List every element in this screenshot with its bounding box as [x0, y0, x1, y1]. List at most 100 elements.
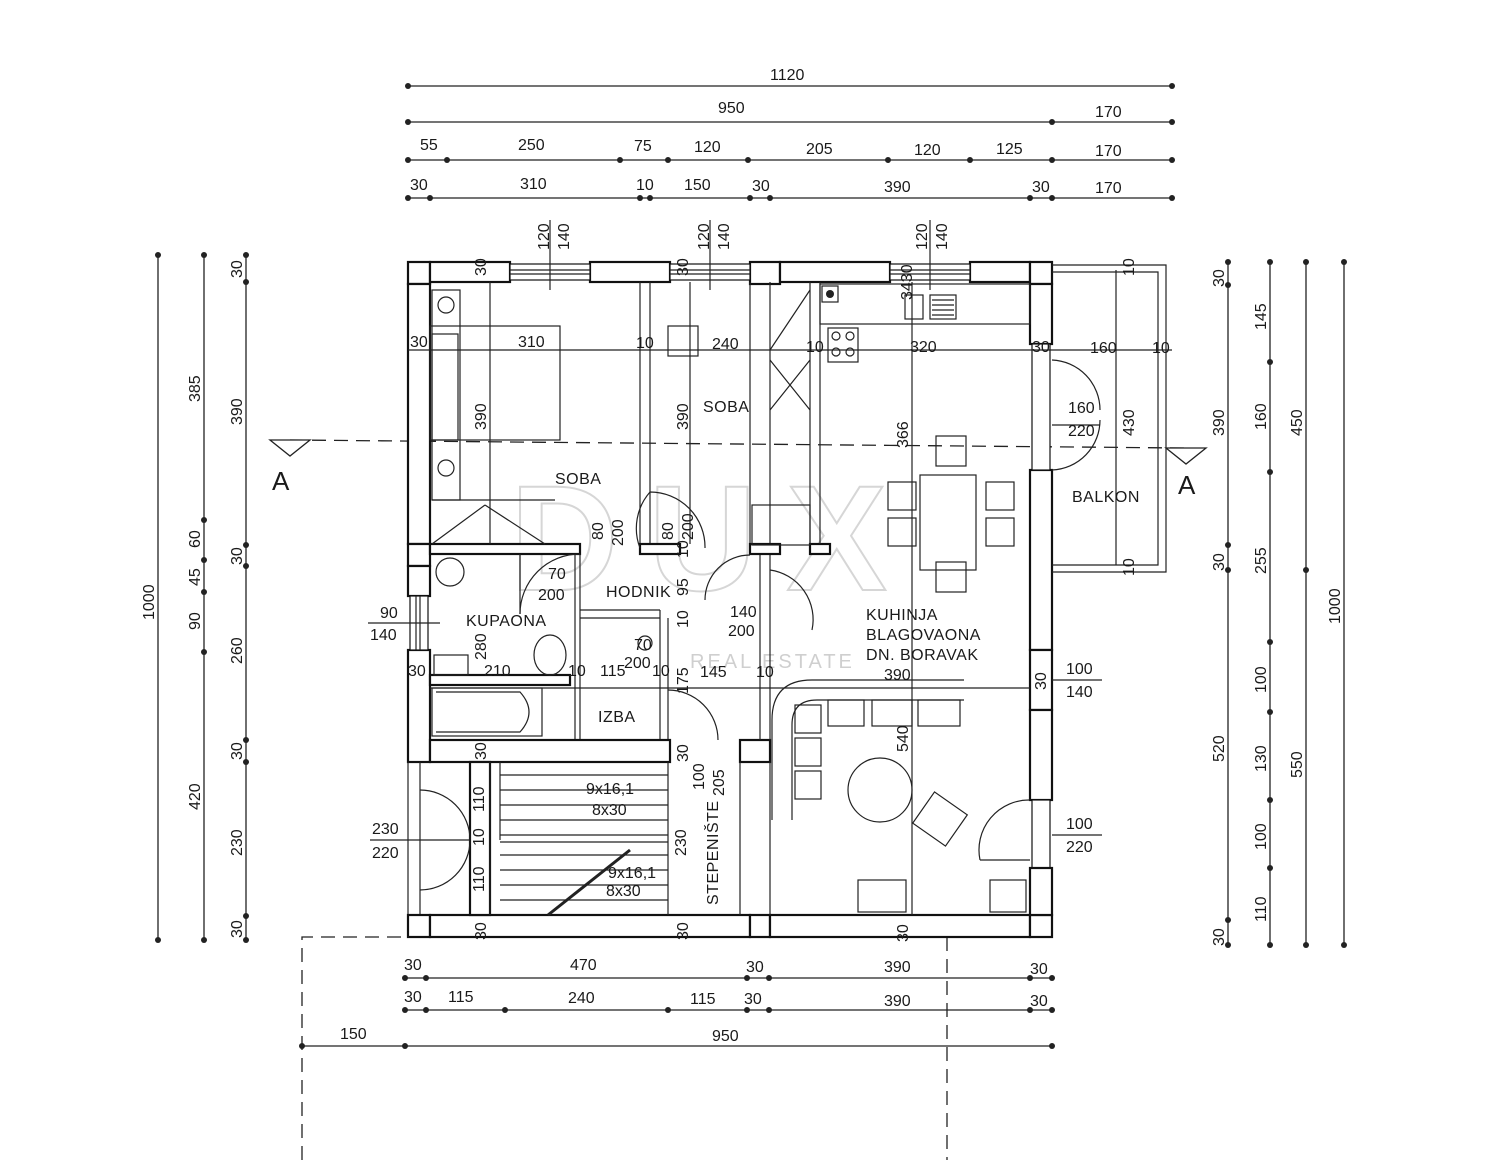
window-dim-2a: 120	[696, 223, 713, 250]
window-dim-1b: 140	[556, 223, 573, 250]
int-w100a: 100	[1066, 661, 1093, 678]
right-dim-110: 110	[1253, 896, 1270, 922]
right-dimension-lines	[1225, 259, 1347, 948]
int-s30b: 30	[675, 744, 692, 762]
top-dim-75: 75	[634, 138, 652, 155]
right-dim-1000: 1000	[1327, 588, 1344, 624]
int-d140: 140	[730, 604, 757, 621]
room-label-soba-right: SOBA	[703, 399, 749, 416]
int-v366: 366	[895, 421, 912, 448]
left-dim-90: 90	[187, 612, 204, 630]
top-dim-1120: 1120	[770, 67, 805, 84]
int-a30b: 30	[1032, 339, 1050, 356]
int-a240: 240	[712, 336, 739, 353]
int-d70b: 70	[634, 637, 652, 654]
bottom-dim-30a: 30	[404, 957, 422, 974]
int-d200e: 200	[624, 655, 651, 672]
int-w100b: 100	[1066, 816, 1093, 833]
int-d10x: 10	[675, 540, 692, 558]
left-dim-420: 420	[187, 783, 204, 810]
int-v95: 95	[675, 578, 692, 596]
right-dim-160: 160	[1253, 403, 1270, 430]
top-dim-30a: 30	[410, 177, 428, 194]
int-v110a: 110	[471, 786, 488, 812]
top-dim-170a: 170	[1095, 104, 1122, 121]
top-dim-10: 10	[636, 177, 654, 194]
top-dim-390: 390	[884, 179, 911, 196]
int-d100: 100	[691, 763, 708, 790]
right-dim-130: 130	[1253, 745, 1270, 772]
bottom-dim-30e: 30	[744, 991, 762, 1008]
left-dim-30b: 30	[229, 547, 246, 565]
bottom-dim-150: 150	[340, 1026, 367, 1043]
top-dim-950: 950	[718, 100, 745, 117]
int-k115: 115	[600, 663, 626, 680]
int-k30: 30	[408, 663, 426, 680]
top-dim-30b: 30	[752, 178, 770, 195]
section-label-right: A	[1178, 470, 1196, 500]
top-dim-120b: 120	[914, 142, 941, 159]
right-dim-30b: 30	[1211, 553, 1228, 571]
int-d80b: 80	[660, 522, 677, 540]
int-v110b: 110	[471, 866, 488, 892]
watermark-logo: DUX	[510, 454, 917, 622]
top-dim-150: 150	[684, 177, 711, 194]
watermark-subtitle: REAL ESTATE	[690, 651, 855, 673]
left-dim-45: 45	[187, 568, 204, 586]
int-w140b: 140	[1066, 684, 1093, 701]
bottom-dim-950: 950	[712, 1028, 739, 1045]
left-dim-230: 230	[229, 829, 246, 856]
room-label-boravak: DN. BORAVAK	[866, 647, 978, 664]
interior-dimensions	[408, 270, 1172, 565]
stair-bottom-rise: 9x16,1	[608, 865, 656, 882]
int-w140: 140	[370, 627, 397, 644]
room-label-hodnik: HODNIK	[606, 584, 671, 601]
window-dim-3b: 140	[934, 223, 951, 250]
int-v540: 540	[895, 725, 912, 752]
int-k10b: 10	[652, 663, 670, 680]
left-dim-1000: 1000	[141, 584, 158, 620]
int-d200c: 200	[538, 587, 565, 604]
top-dim-120a: 120	[694, 139, 721, 156]
int-a10: 10	[636, 335, 654, 352]
int-t30a: 30	[473, 258, 490, 276]
int-d220: 220	[1068, 423, 1095, 440]
int-s30a: 30	[473, 742, 490, 760]
int-t3430: 3430	[899, 264, 916, 300]
int-w220b: 220	[372, 845, 399, 862]
doors	[419, 359, 1101, 891]
int-s30d: 30	[473, 922, 490, 940]
top-dim-55: 55	[420, 137, 438, 154]
int-d200d: 200	[728, 623, 755, 640]
section-cut-line	[268, 439, 1208, 465]
room-label-stepeniste: STEPENIŠTE	[703, 800, 722, 905]
bottom-dim-240: 240	[568, 990, 595, 1007]
int-b10b: 10	[1121, 558, 1138, 576]
top-dim-205: 205	[806, 141, 833, 158]
section-label-left: A	[272, 466, 290, 496]
int-k30r: 30	[1033, 672, 1050, 690]
bottom-dim-470: 470	[570, 957, 597, 974]
furniture	[429, 282, 1031, 917]
int-d160: 160	[1068, 400, 1095, 417]
top-dim-170b: 170	[1095, 143, 1122, 160]
bottom-dim-390b: 390	[884, 993, 911, 1010]
bottom-dim-390a: 390	[884, 959, 911, 976]
top-dim-170c: 170	[1095, 180, 1122, 197]
right-dim-100b: 100	[1253, 823, 1270, 850]
int-a10c: 10	[1152, 340, 1170, 357]
int-d70a: 70	[548, 566, 566, 583]
int-v10e: 10	[471, 828, 488, 846]
int-w230: 230	[372, 821, 399, 838]
top-dimension-lines	[405, 83, 1175, 201]
bottom-dim-30d: 30	[404, 989, 422, 1006]
int-v10d: 10	[675, 610, 692, 628]
room-label-izba: IZBA	[598, 709, 636, 726]
int-k10: 10	[568, 663, 586, 680]
int-v390b: 390	[675, 403, 692, 430]
int-s30e: 30	[675, 922, 692, 940]
window-dim-1a: 120	[536, 223, 553, 250]
right-dim-100a: 100	[1253, 666, 1270, 693]
int-v390a: 390	[473, 403, 490, 430]
